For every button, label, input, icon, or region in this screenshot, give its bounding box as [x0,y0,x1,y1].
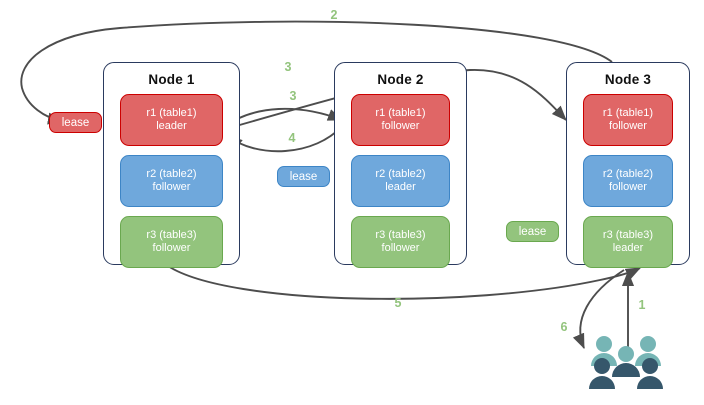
replica-node3-r3[interactable]: r3 (table3) leader [583,216,673,268]
step-label-3-lower: 3 [289,89,297,103]
node-container-node3: Node 3 r1 (table1) follower r2 (table2) … [566,62,690,268]
step-label-6: 6 [560,320,568,334]
replica-node2-r1[interactable]: r1 (table1) follower [351,94,450,146]
replica-node1-r3[interactable]: r3 (table3) follower [120,216,223,268]
replica-role: leader [385,181,416,193]
node-title-node3: Node 3 [604,72,652,87]
replica-role: follower [152,242,191,254]
replica-node1-r2[interactable]: r2 (table2) follower [120,155,223,207]
replica-role: follower [152,181,191,193]
lease-badge-blue[interactable]: lease [277,166,330,187]
replica-role: follower [381,120,420,132]
replica-node2-r2[interactable]: r2 (table2) leader [351,155,450,207]
replica-name: r3 (table3) [602,228,654,241]
users-group-icon [589,336,663,389]
node-title-node1: Node 1 [148,72,195,87]
lease-badge-red[interactable]: lease [49,112,102,133]
step-label-5: 5 [394,296,402,310]
replica-name: r3 (table3) [375,228,426,241]
replica-role: follower [381,242,420,254]
replica-node3-r2[interactable]: r2 (table2) follower [583,155,673,207]
replica-name: r2 (table2) [602,167,654,180]
replica-role: leader [612,242,644,254]
lease-badge-green[interactable]: lease [506,221,559,242]
replica-name: r3 (table3) [146,228,197,241]
step-label-1: 1 [638,298,646,312]
replica-role: leader [156,120,187,132]
replica-name: r1 (table1) [375,106,426,119]
replica-node2-r3[interactable]: r3 (table3) follower [351,216,450,268]
replica-name: r2 (table2) [146,167,197,180]
arrow-step-2 [20,20,613,125]
replica-name: r2 (table2) [375,167,426,180]
node-title-node2: Node 2 [377,72,424,87]
replica-node1-r1[interactable]: r1 (table1) leader [120,94,223,146]
arrow-step-5 [167,265,642,300]
node-container-node1: Node 1 r1 (table1) leader r2 (table2) fo… [103,62,240,268]
replica-role: follower [609,120,647,132]
node-container-node2: Node 2 r1 (table1) follower r2 (table2) … [334,62,467,268]
replica-name: r1 (table1) [602,106,654,119]
step-label-3-upper: 3 [284,60,292,74]
replica-name: r1 (table1) [146,106,197,119]
arrow-step-6 [572,269,625,350]
step-label-2: 2 [330,8,338,22]
replica-role: follower [609,181,647,193]
replica-node3-r1[interactable]: r1 (table1) follower [583,94,673,146]
step-label-4: 4 [288,131,296,145]
